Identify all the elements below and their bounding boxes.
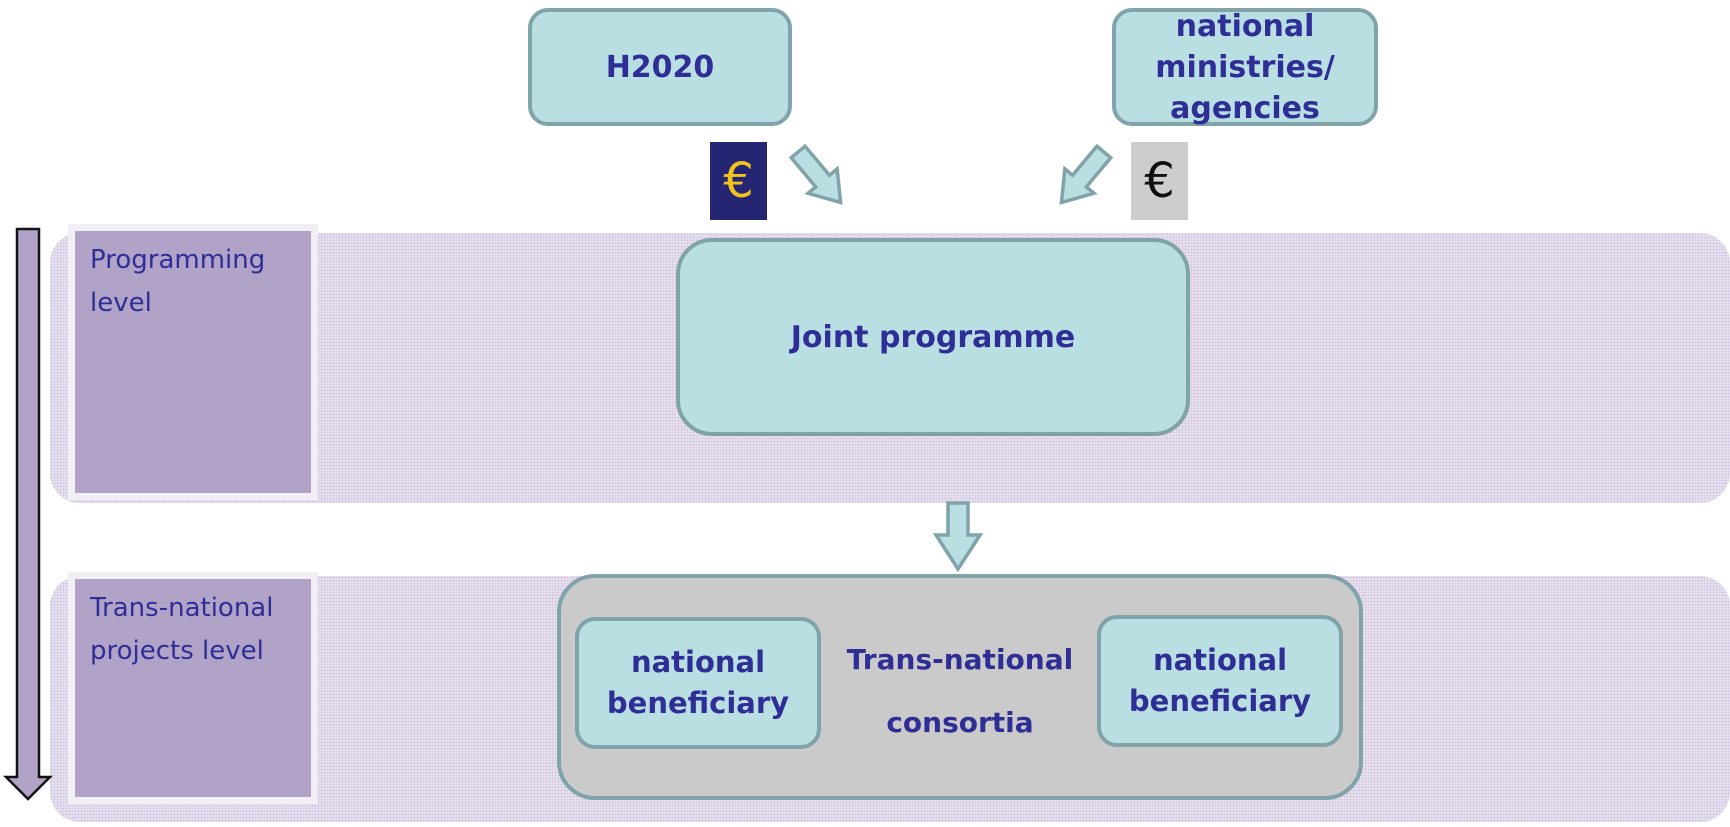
eu-euro-icon: €: [710, 142, 767, 220]
eu-euro-symbol: €: [723, 153, 754, 209]
national-euro-symbol: €: [1144, 153, 1175, 209]
national-euro-icon: €: [1131, 142, 1188, 220]
beneficiary-right-line1: national: [1152, 643, 1288, 677]
programme-to-consortia-arrow: [932, 501, 984, 573]
joint-programme-label: Joint programme: [790, 319, 1076, 355]
programming-level-label: Programming level: [68, 224, 318, 500]
h2020-label: H2020: [605, 49, 715, 85]
national-ministries-line3: agencies: [1170, 90, 1320, 126]
national-to-programme-arrow: [1059, 143, 1114, 205]
national-ministries-line1: national: [1175, 8, 1315, 44]
programming-level-line2: level: [90, 288, 152, 318]
beneficiary-box-left: national beneficiary: [575, 617, 821, 749]
programming-level-line1: Programming: [90, 245, 266, 275]
h2020-to-programme-arrow: [788, 143, 843, 205]
beneficiary-box-right: national beneficiary: [1097, 615, 1343, 747]
beneficiary-left-line1: national: [630, 645, 766, 679]
level-flow-arrow: [2, 227, 54, 801]
joint-programme-box: Joint programme: [676, 238, 1190, 436]
national-ministries-line2: ministries/: [1155, 49, 1335, 85]
beneficiary-right-line2: beneficiary: [1128, 684, 1312, 718]
consortia-label: Trans-national consortia: [830, 628, 1090, 754]
consortia-label-line2: consortia: [886, 706, 1034, 739]
projects-level-label: Trans-national projects level: [68, 572, 318, 804]
h2020-box: H2020: [528, 8, 792, 126]
projects-level-line1: Trans-national: [90, 593, 274, 623]
consortia-label-line1: Trans-national: [846, 643, 1074, 676]
beneficiary-left-line2: beneficiary: [606, 686, 790, 720]
national-ministries-box: national ministries/ agencies: [1112, 8, 1378, 126]
projects-level-line2: projects level: [90, 636, 264, 666]
